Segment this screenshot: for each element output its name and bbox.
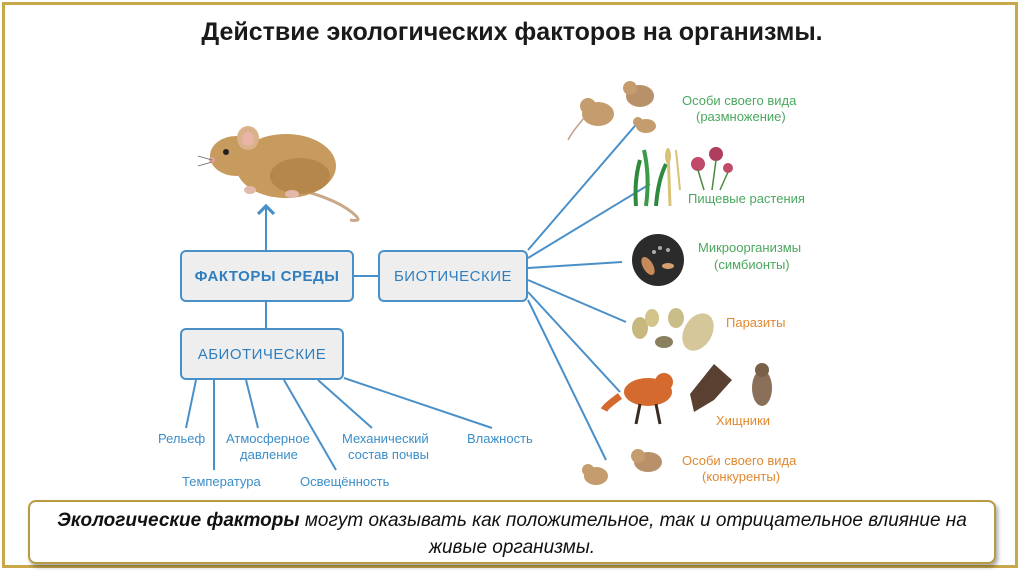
soil-label-line2: состав почвы [348, 447, 429, 463]
light-label: Освещённость [300, 474, 389, 490]
parasites-illustration [632, 308, 720, 357]
factors-node: ФАКТОРЫ СРЕДЫ [180, 250, 354, 302]
mouse-illustration [198, 126, 358, 221]
food-plants-label: Пищевые растения [688, 191, 805, 207]
mice-reproduction-illustration [568, 81, 656, 140]
predators-label: Хищники [716, 413, 770, 429]
temperature-label: Температура [182, 474, 261, 490]
relief-label: Рельеф [158, 431, 205, 447]
pressure-label-line2: давление [240, 447, 298, 463]
parasites-label: Паразиты [726, 315, 785, 331]
microorganisms-label-line1: Микроорганизмы [698, 240, 801, 256]
abiotic-node: АБИОТИЧЕСКИЕ [180, 328, 344, 380]
mice-competitors-illustration [582, 449, 662, 485]
own-species-repro-label-line1: Особи своего вида [682, 93, 796, 109]
microorganisms-illustration [632, 234, 684, 286]
caption-text: могут оказывать как положительное, так и… [300, 510, 967, 558]
own-species-comp-label-line2: (конкуренты) [702, 469, 780, 485]
biotic-node: БИОТИЧЕСКИЕ [378, 250, 528, 302]
caption-bold-text: Экологические факторы [57, 510, 299, 531]
caption-box: Экологические факторы могут оказывать ка… [28, 500, 996, 564]
microorganisms-label-line2: (симбионты) [714, 257, 790, 273]
soil-label-line1: Механический [342, 431, 429, 447]
pressure-label-line1: Атмосферное [226, 431, 310, 447]
own-species-repro-label-line2: (размножение) [696, 109, 786, 125]
own-species-comp-label-line1: Особи своего вида [682, 453, 796, 469]
humidity-label: Влажность [467, 431, 533, 447]
